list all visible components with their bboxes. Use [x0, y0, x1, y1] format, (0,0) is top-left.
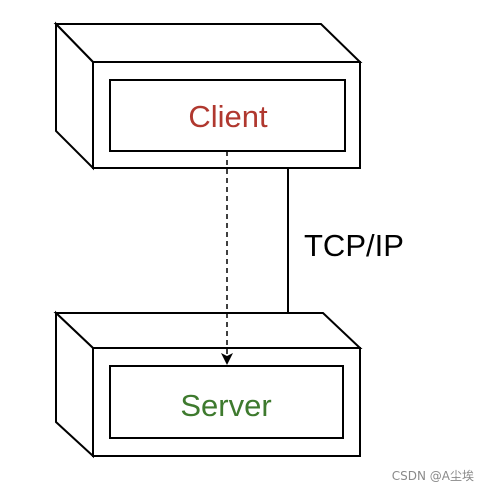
server-node: Server: [53, 310, 363, 459]
client-node: Client: [53, 21, 363, 171]
server-label: Server: [180, 388, 271, 423]
server-node-top-face: [53, 312, 363, 349]
client-node-top-face: [53, 23, 363, 63]
watermark-text: CSDN @A尘埃: [392, 469, 474, 483]
client-label: Client: [188, 99, 268, 134]
tcpip-connection-label: TCP/IP: [304, 228, 404, 263]
server-component-box: [109, 365, 344, 439]
